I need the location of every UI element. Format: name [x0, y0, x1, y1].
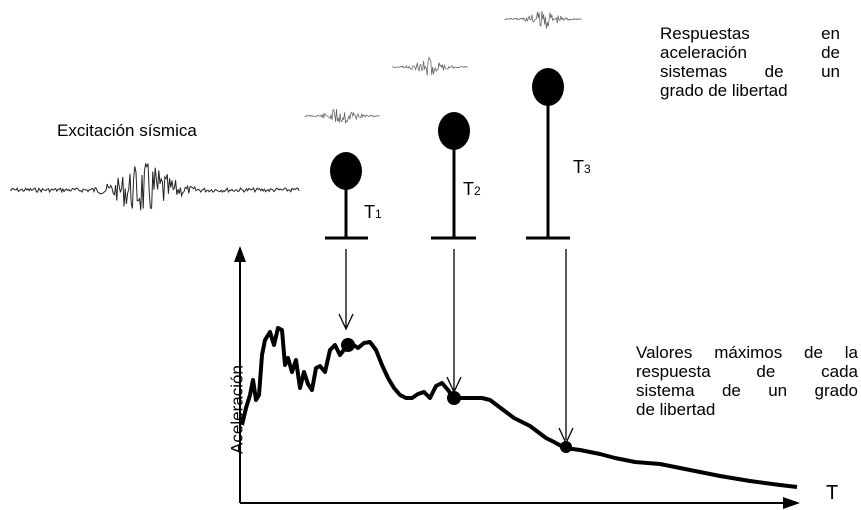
axes	[234, 246, 800, 509]
max-values-line-2: respuesta de cada	[636, 362, 858, 381]
period-2-base: T	[463, 179, 474, 199]
max-values-line-3: sistema de un grado	[636, 381, 858, 400]
period-3-subscript: 3	[584, 162, 591, 176]
excitation-label: Excitación sísmica	[57, 121, 197, 140]
oscillator-1-arrowhead	[338, 313, 354, 331]
responses-title-line-2: aceleración de	[660, 43, 840, 62]
oscillator-3	[526, 68, 574, 453]
oscillator-2-peak-point	[447, 391, 461, 405]
oscillator-3-mass	[532, 68, 564, 106]
oscillator-2-mass	[438, 112, 470, 150]
max-values-line-1: Valores máximos de la	[636, 343, 858, 362]
oscillator-2	[431, 112, 476, 405]
period-label-2: T2	[463, 180, 481, 201]
response-signal-3	[504, 11, 582, 29]
period-label-1: T1	[364, 203, 382, 224]
oscillator-3-peak-point	[560, 441, 572, 453]
max-values-text: Valores máximos de la respuesta de cada …	[636, 343, 858, 419]
max-values-line-4: de libertad	[636, 400, 716, 419]
y-axis-arrow	[234, 246, 246, 262]
period-3-base: T	[573, 157, 584, 177]
x-axis-arrow	[783, 497, 800, 509]
period-1-base: T	[364, 202, 375, 222]
responses-title-line-1: Respuestas en	[660, 24, 840, 43]
period-2-subscript: 2	[474, 184, 481, 198]
spectrum-curve	[240, 326, 798, 489]
response-signal-2	[392, 56, 468, 76]
y-axis-label: Aceleración	[227, 365, 247, 454]
responses-title-line-3: sistemas de un	[660, 62, 840, 81]
response-signal-1	[304, 108, 380, 124]
oscillator-1	[325, 152, 368, 352]
excitation-signal	[9, 162, 300, 211]
responses-title-line-4: grado de libertad	[660, 81, 788, 100]
x-axis-label: T	[826, 482, 839, 504]
oscillator-1-mass	[330, 152, 362, 190]
period-label-3: T3	[573, 158, 591, 179]
oscillator-1-peak-point	[341, 338, 355, 352]
period-1-subscript: 1	[375, 207, 382, 221]
responses-title: Respuestas en aceleración de sistemas de…	[660, 24, 840, 100]
